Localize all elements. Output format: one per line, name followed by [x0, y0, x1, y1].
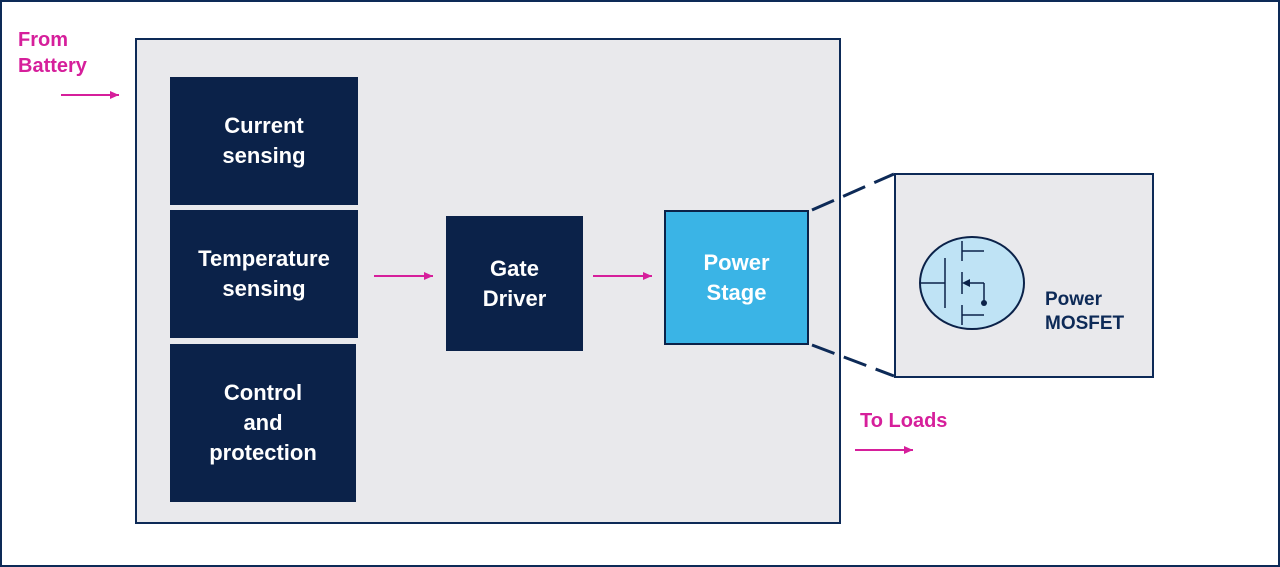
power-stage-block: Power Stage [664, 210, 809, 345]
power-mosfet-label: Power MOSFET [1045, 289, 1125, 334]
control-protection-block: Control and protection [170, 344, 356, 502]
current-sensing-block: Current sensing [170, 77, 358, 205]
mosfet-detail-box [894, 173, 1154, 378]
temperature-sensing-text: Temperature sensing [198, 246, 330, 301]
from-battery-label: From Battery [18, 29, 87, 77]
gate-driver-block: Gate Driver [446, 216, 583, 351]
current-sensing-text: Current sensing [222, 113, 306, 168]
power-stage-text: Power Stage [703, 249, 770, 305]
temperature-sensing-block: Temperature sensing [170, 210, 358, 338]
gate-driver-text: Gate Driver [482, 255, 547, 311]
control-protection-text: Control and protection [209, 380, 317, 465]
to-loads-label: To Loads [860, 410, 948, 432]
